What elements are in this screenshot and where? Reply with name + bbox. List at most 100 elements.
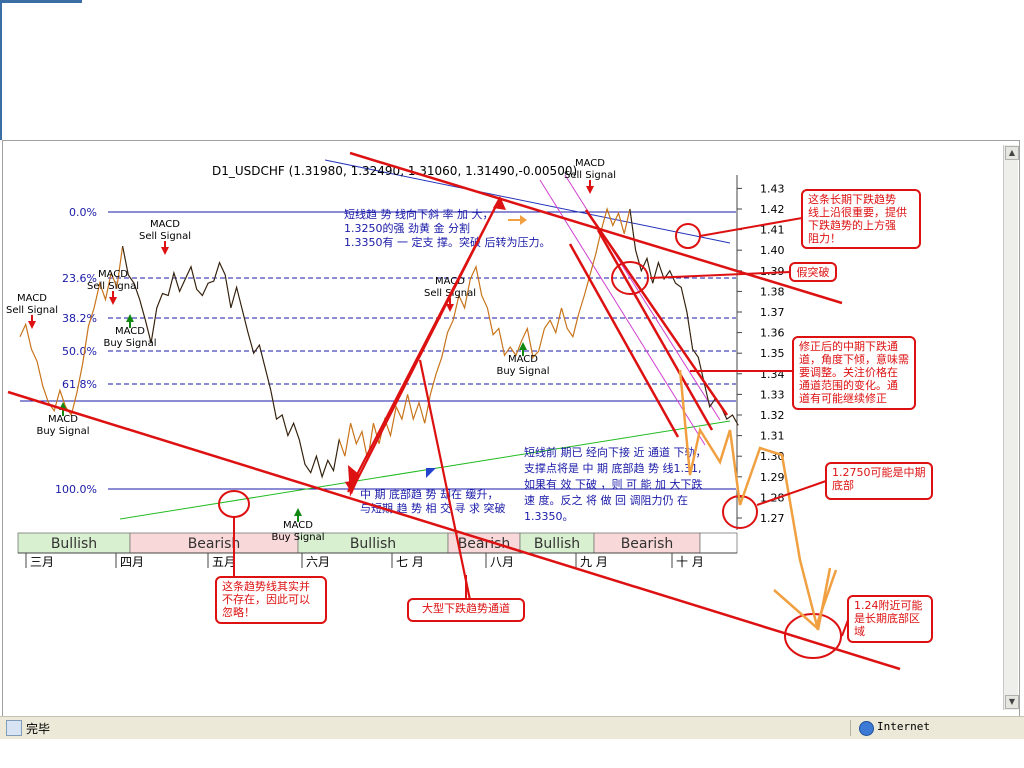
callout-box xyxy=(407,598,525,622)
mid-channel-upper xyxy=(596,229,714,431)
month-label: 四月 xyxy=(120,555,144,569)
trend-band-label: Bearish xyxy=(458,536,511,552)
callout-text: 修正后的中期下跌通 xyxy=(799,339,898,353)
callout-text: 大型下跌趋势通道 xyxy=(422,601,510,615)
chart-note-text: 中 期 底部趋 势 却在 缓升， xyxy=(360,487,498,501)
wave-arrow-down xyxy=(351,197,501,491)
magenta-channel-lower xyxy=(539,179,706,446)
fib-level-label: 50.0% xyxy=(62,345,97,358)
channel-pointer xyxy=(418,359,472,601)
price-series-decline-1 xyxy=(122,246,340,479)
callout-pointer xyxy=(649,271,791,279)
signal-label: Buy Signal xyxy=(36,426,89,437)
price-tick-label: 1.43 xyxy=(760,182,785,195)
chart-note-text: 速 度。反之 将 做 回 调阻力仍 在 xyxy=(524,493,688,507)
price-tick-label: 1.31 xyxy=(760,430,785,443)
chart-note-text: 1.3350。 xyxy=(524,510,574,523)
trend-band-label: Bullish xyxy=(350,536,396,552)
callout-text: 这条长期下跌趋势 xyxy=(808,192,896,206)
signal-label: MACD xyxy=(115,326,145,337)
price-tick-label: 1.33 xyxy=(760,388,785,401)
mid-channel-upper-2 xyxy=(584,209,729,416)
big-channel-lower xyxy=(7,390,901,671)
callout-text: 道，角度下倾，意味需 xyxy=(799,352,909,366)
fib-level-label: 61.8% xyxy=(62,378,97,391)
scroll-up-icon[interactable]: ▲ xyxy=(1005,146,1019,160)
price-tick-label: 1.39 xyxy=(760,265,785,278)
chart-note-text: 1.3250的强 劲黄 金 分割 xyxy=(344,221,470,235)
signal-label: MACD xyxy=(98,269,128,280)
window-title-strip xyxy=(0,0,82,3)
sell-arrow-icon xyxy=(161,247,169,255)
sell-arrow-icon xyxy=(586,186,594,194)
callout-pointer xyxy=(756,480,827,506)
price-tick-label: 1.32 xyxy=(760,409,785,422)
chart-note-text: 支撑点将是 中 期 底部趋 势 线1.31, xyxy=(524,461,701,475)
signal-label: Buy Signal xyxy=(103,338,156,349)
signal-label: Sell Signal xyxy=(6,305,58,316)
trend-band-empty xyxy=(699,532,738,554)
callout-text: 线上沿很重要，提供 xyxy=(808,205,907,219)
blue-arrow-icon xyxy=(426,468,436,478)
callout-text: 下跌趋势的上方强 xyxy=(808,218,896,232)
price-tick-label: 1.34 xyxy=(760,368,785,381)
signal-label: MACD xyxy=(508,354,538,365)
month-label: 六月 xyxy=(306,555,330,569)
signal-label: Sell Signal xyxy=(564,170,616,181)
price-tick-label: 1.37 xyxy=(760,306,785,319)
buy-arrow-icon xyxy=(126,314,134,322)
chart-note-text: 1.3350有 一 定支 撑。突破 后转为压力。 xyxy=(344,235,550,249)
desktop-area xyxy=(0,739,1024,768)
scroll-down-icon[interactable]: ▼ xyxy=(1005,695,1019,709)
circle-false-break xyxy=(611,261,649,295)
callout-text: 道有可能继续修正 xyxy=(799,391,887,405)
fib-level-label: 100.0% xyxy=(55,483,97,496)
price-tick-label: 1.38 xyxy=(760,285,785,298)
trend-band-label: Bearish xyxy=(188,536,241,552)
fib-level-label: 0.0% xyxy=(69,206,97,219)
callout-text: 忽略！ xyxy=(222,605,255,619)
price-tick-label: 1.40 xyxy=(760,244,785,257)
signal-label: MACD xyxy=(17,293,47,304)
big-channel-upper xyxy=(349,151,843,305)
security-zone[interactable]: Internet xyxy=(850,720,1001,736)
month-label: 七 月 xyxy=(396,555,424,569)
zone-label: Internet xyxy=(877,720,930,733)
globe-icon xyxy=(859,721,874,736)
price-tick-label: 1.36 xyxy=(760,327,785,340)
signal-label: MACD xyxy=(283,520,313,531)
callout-text: 1.2750可能是中期 xyxy=(832,465,926,479)
trend-band-label: Bullish xyxy=(534,536,580,552)
fib-level-label: 38.2% xyxy=(62,312,97,325)
green-trendline xyxy=(119,420,731,520)
fib-level-label: 23.6% xyxy=(62,272,97,285)
callout-box xyxy=(789,262,837,282)
trend-band-label: Bullish xyxy=(51,536,97,552)
arrow-head-icon xyxy=(348,465,360,497)
callout-text: 底部 xyxy=(832,478,854,492)
callout-box xyxy=(801,189,921,249)
callout-text: 假突破 xyxy=(797,265,830,279)
buy-arrow-icon xyxy=(294,508,302,516)
signal-label: MACD xyxy=(48,414,78,425)
price-tick-label: 1.42 xyxy=(760,203,785,216)
vertical-scrollbar[interactable]: ▲ ▼ xyxy=(1003,145,1019,710)
price-tick-label: 1.29 xyxy=(760,471,785,484)
signal-label: MACD xyxy=(150,219,180,230)
arrow-head-icon xyxy=(493,196,506,210)
window-left-strip xyxy=(0,0,2,140)
month-label: 十 月 xyxy=(676,555,704,569)
trend-band-label: Bearish xyxy=(621,536,674,552)
signal-label: Sell Signal xyxy=(139,231,191,242)
callout-text: 不存在，因此可以 xyxy=(222,592,310,606)
signal-label: Sell Signal xyxy=(87,281,139,292)
sell-arrow-icon xyxy=(28,321,36,329)
status-bar: 完毕 Internet xyxy=(0,716,1024,739)
usdchf-chart: 1.431.421.411.401.391.381.371.361.351.34… xyxy=(6,151,933,671)
sell-arrow-icon xyxy=(446,304,454,312)
chart-title: D1_USDCHF (1.31980, 1.32490, 1.31060, 1.… xyxy=(212,164,577,178)
callout-text: 域 xyxy=(854,625,865,638)
callout-text: 要调整。关注价格在 xyxy=(799,365,898,379)
callout-box xyxy=(792,336,916,410)
long-blue-trendline xyxy=(324,159,731,244)
